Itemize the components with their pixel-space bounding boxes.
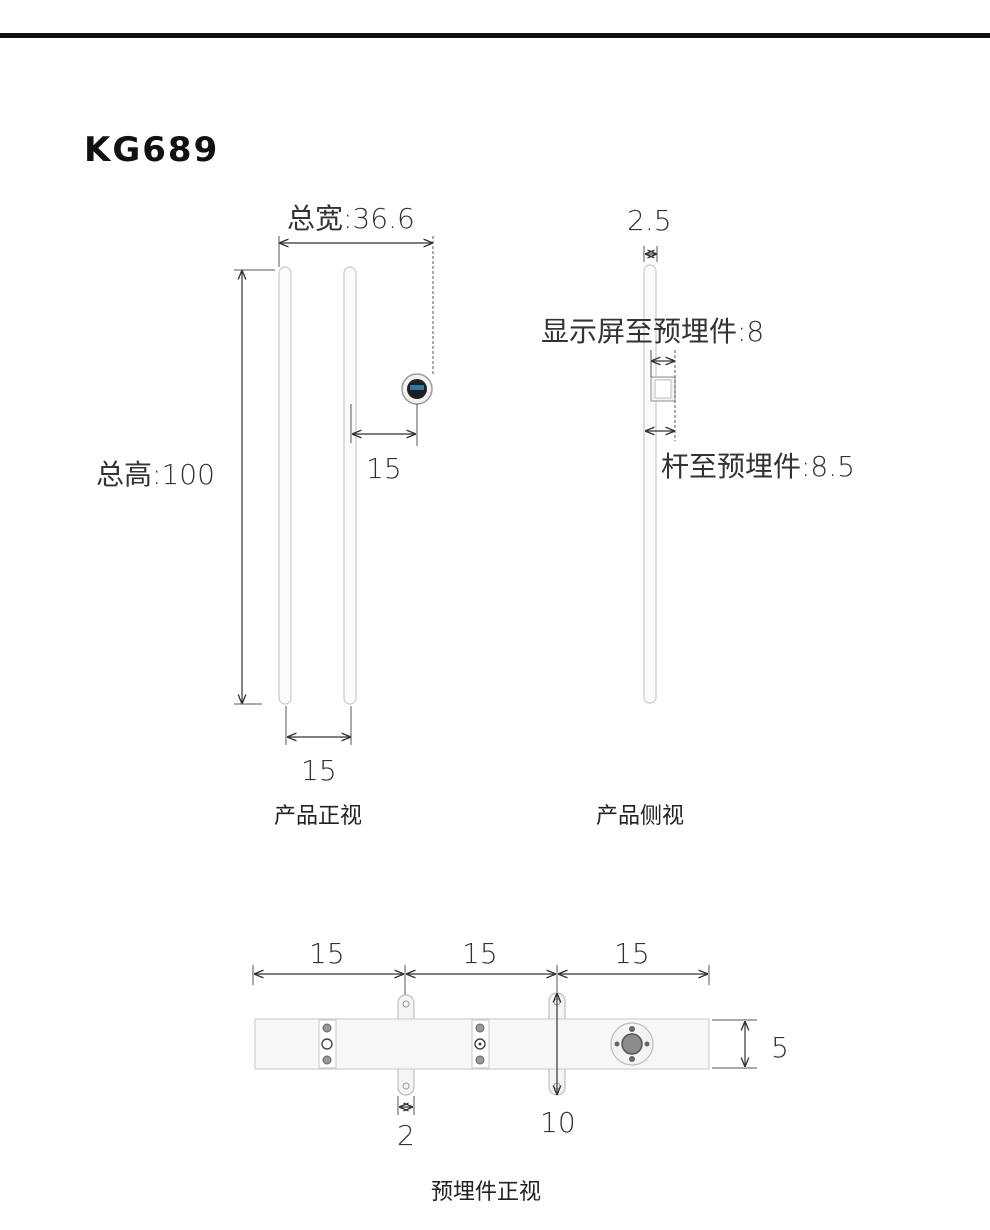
rail-spacing-label: 15 <box>301 754 337 787</box>
tab-width-label: 2 <box>397 1119 415 1152</box>
side-display-block <box>650 376 676 402</box>
side-rail <box>643 264 657 704</box>
embed-view: 15 15 15 <box>252 937 789 1205</box>
embed-view-caption: 预埋件正视 <box>431 1180 541 1205</box>
display-unit <box>401 373 433 405</box>
embed-spacing-label-3: 15 <box>614 937 650 970</box>
display-offset-label: 15 <box>366 452 402 485</box>
display-fitting <box>610 1022 654 1066</box>
front-rail-left <box>278 266 292 705</box>
side-view-caption: 产品侧视 <box>596 804 684 829</box>
rail-depth-label: 2.5 <box>627 204 672 237</box>
tab-length-label: 10 <box>540 1106 576 1139</box>
rail-embed-label: 杆至预埋件:8.5 <box>661 450 855 483</box>
side-view: 2.5 显示屏至预埋件:8 杆至预埋件:8.5 产品侧视 <box>541 204 855 829</box>
display-embed-label: 显示屏至预埋件:8 <box>541 315 764 348</box>
embed-spacing-label-2: 15 <box>462 937 498 970</box>
model-title: KG689 <box>84 130 220 170</box>
rail-fitting-1 <box>318 1019 337 1069</box>
front-view-caption: 产品正视 <box>274 804 362 829</box>
total-width-label: 总宽:36.6 <box>287 202 415 235</box>
front-view: 总宽:36.6 总高:100 15 15 产品正视 <box>96 202 434 829</box>
embed-spacing-label-1: 15 <box>309 937 345 970</box>
plate-height-label: 5 <box>771 1031 789 1064</box>
front-rail-right <box>343 266 357 705</box>
top-rule <box>0 33 990 38</box>
rail-fitting-2 <box>471 1019 490 1069</box>
total-height-label: 总高:100 <box>96 458 215 491</box>
